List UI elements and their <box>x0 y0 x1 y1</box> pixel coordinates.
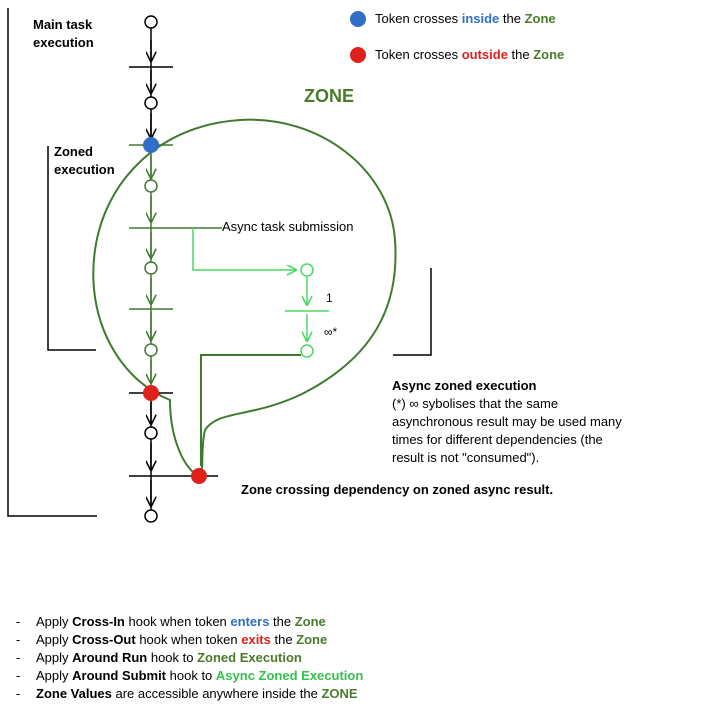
async-zoned-bracket <box>393 268 432 356</box>
crossing-dependency-label: Zone crossing dependency on zoned async … <box>241 482 554 497</box>
bullet-cross-in: -Apply Cross-In hook when token enters t… <box>16 614 326 629</box>
zone-boundary <box>92 118 397 478</box>
legend-outside: Token crosses outside the Zone <box>375 47 565 62</box>
step-one-label: 1 <box>326 291 333 305</box>
async-zoned-description: (*) ∞ sybolises that the same asynchrono… <box>392 396 622 465</box>
async-zoned-title: Async zoned execution <box>392 378 537 393</box>
legend-blue-dot <box>350 11 366 27</box>
token-cross-out <box>143 385 159 401</box>
async-task-submission-label: Async task submission <box>222 219 354 234</box>
token-cross-in <box>143 137 159 153</box>
bullet-around-run: -Apply Around Run hook to Zoned Executio… <box>16 650 302 665</box>
zoned-execution-label: Zoned execution <box>54 144 115 177</box>
legend-inside: Token crosses inside the Zone <box>375 11 556 26</box>
zoned-execution-bracket <box>47 146 96 351</box>
bullet-cross-out: -Apply Cross-Out hook when token exits t… <box>16 632 328 647</box>
token-cross-dependency <box>191 468 207 484</box>
async-zoned-note: Async zoned execution (*) ∞ sybolises th… <box>392 377 622 467</box>
main-task-bracket <box>7 8 97 517</box>
step-infinity-label: ∞* <box>324 325 338 339</box>
bullet-zone-values: -Zone Values are accessible anywhere ins… <box>16 686 358 701</box>
main-task-label: Main task execution <box>33 17 94 50</box>
zone-title: ZONE <box>304 86 355 106</box>
bullet-around-submit: -Apply Around Submit hook to Async Zoned… <box>16 668 364 683</box>
legend-red-dot <box>350 47 366 63</box>
hook-bullet-list: -Apply Cross-In hook when token enters t… <box>16 613 363 703</box>
